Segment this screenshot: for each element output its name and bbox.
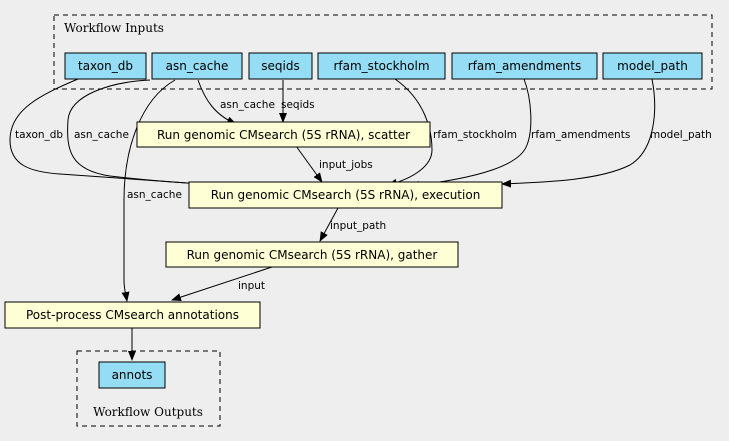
svg-text:Run genomic CMsearch (5S rRNA): Run genomic CMsearch (5S rRNA), scatter <box>157 128 410 142</box>
edge-label-taxon-db: taxon_db <box>15 129 63 141</box>
edge-label-rfam-amendments: rfam_amendments <box>531 129 630 141</box>
edge-label-input: input <box>238 280 265 292</box>
edge-label-asn-cache-execution: asn_cache <box>74 129 129 141</box>
input-seqids[interactable]: seqids <box>248 52 313 80</box>
edge-label-asn-cache-scatter: asn_cache <box>220 99 275 111</box>
svg-text:annots: annots <box>112 368 153 382</box>
input-asn-cache[interactable]: asn_cache <box>151 52 243 80</box>
edge-asn-cache-scatter: asn_cache <box>197 79 275 125</box>
edge-label-model-path: model_path <box>650 129 712 141</box>
workflow-inputs-label: Workflow Inputs <box>64 21 164 35</box>
edge-label-seqids: seqids <box>281 99 315 111</box>
edge-input-jobs: input_jobs <box>295 145 373 183</box>
svg-text:taxon_db: taxon_db <box>78 59 133 73</box>
edge-rfam-amendments: rfam_amendments <box>409 78 630 189</box>
edge-input: input <box>171 265 276 301</box>
input-taxon-db[interactable]: taxon_db <box>64 52 147 80</box>
svg-text:asn_cache: asn_cache <box>166 59 229 73</box>
svg-text:Post-process CMsearch annotati: Post-process CMsearch annotations <box>26 308 239 322</box>
step-scatter[interactable]: Run genomic CMsearch (5S rRNA), scatter <box>136 121 431 148</box>
edge-label-rfam-stockholm: rfam_stockholm <box>433 129 517 141</box>
input-model-path[interactable]: model_path <box>602 52 703 80</box>
edge-asn-cache-execution: asn_cache <box>67 79 233 190</box>
svg-text:Run genomic CMsearch (5S rRNA): Run genomic CMsearch (5S rRNA), executio… <box>211 188 481 202</box>
svg-text:model_path: model_path <box>617 59 688 73</box>
edge-asn-cache-postprocess: asn_cache <box>121 79 182 302</box>
svg-text:Run genomic CMsearch (5S rRNA): Run genomic CMsearch (5S rRNA), gather <box>187 248 438 262</box>
step-execution[interactable]: Run genomic CMsearch (5S rRNA), executio… <box>188 181 503 209</box>
edge-label-asn-cache-postprocess: asn_cache <box>127 189 182 201</box>
workflow-outputs-cluster: Workflow Outputs <box>76 350 221 427</box>
edge-label-input-path: input_path <box>330 220 386 232</box>
step-postprocess[interactable]: Post-process CMsearch annotations <box>4 301 261 329</box>
output-annots[interactable]: annots <box>98 361 166 389</box>
edge-seqids: seqids <box>279 80 315 123</box>
workflow-inputs-cluster: Workflow Inputs <box>53 14 713 90</box>
input-rfam-stockholm[interactable]: rfam_stockholm <box>317 52 446 80</box>
svg-text:rfam_stockholm: rfam_stockholm <box>333 59 429 73</box>
svg-text:rfam_amendments: rfam_amendments <box>468 59 581 73</box>
edge-rfam-stockholm: rfam_stockholm <box>387 78 517 187</box>
svg-text:seqids: seqids <box>261 59 299 73</box>
step-gather[interactable]: Run genomic CMsearch (5S rRNA), gather <box>165 241 459 268</box>
input-rfam-amendments[interactable]: rfam_amendments <box>451 52 598 80</box>
edge-model-path: model_path <box>501 78 712 188</box>
edge-input-path: input_path <box>319 207 386 242</box>
edge-label-input-jobs: input_jobs <box>319 159 373 171</box>
workflow-outputs-label: Workflow Outputs <box>93 405 203 419</box>
